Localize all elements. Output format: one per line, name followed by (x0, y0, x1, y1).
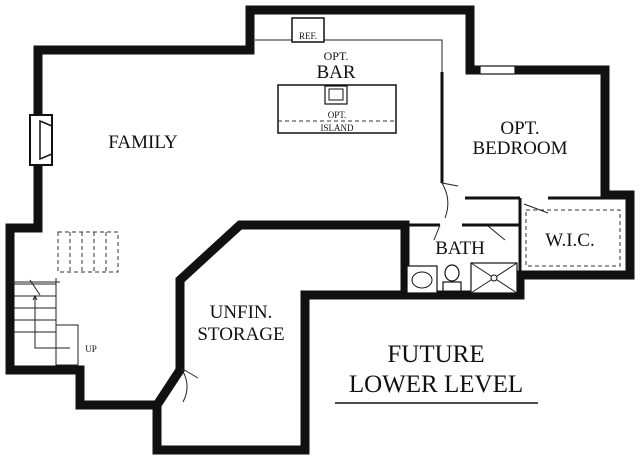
bedroom-opt-label: OPT. (500, 118, 539, 139)
window-icon (479, 65, 516, 75)
refrigerator-icon (291, 17, 325, 43)
sink-icon (324, 85, 348, 105)
shower-icon (470, 262, 518, 294)
island-label: ISLAND (321, 123, 354, 133)
wic-shelving (525, 209, 621, 267)
bar-label: BAR (316, 62, 355, 83)
storage-label-2: STORAGE (197, 324, 284, 345)
exterior-wall (5, 5, 635, 455)
title-line-1: FUTURE (387, 341, 484, 368)
stairs-up-label: UP (85, 344, 97, 354)
island-opt-label: OPT. (328, 110, 347, 120)
ref-label: REF. (299, 31, 317, 41)
fireplace-icon (29, 114, 53, 166)
wic-door-icon (523, 203, 549, 214)
storage-wall (150, 220, 410, 412)
wic-label: W.I.C. (545, 230, 594, 251)
island (277, 84, 397, 134)
storage-door-icon (180, 367, 199, 403)
bedroom-door-icon (441, 182, 459, 219)
bath-label: BATH (435, 238, 485, 259)
vanity-sink-icon (406, 265, 438, 294)
storage-label-1: UNFIN. (210, 302, 273, 323)
family-label: FAMILY (108, 132, 178, 153)
stairs (10, 231, 119, 366)
bath-door-icon (433, 224, 506, 241)
bedroom-label: BEDROOM (472, 138, 567, 159)
bar-opt-label: OPT. (324, 49, 349, 63)
title-line-2: LOWER LEVEL (349, 371, 523, 398)
toilet-icon (442, 264, 462, 293)
